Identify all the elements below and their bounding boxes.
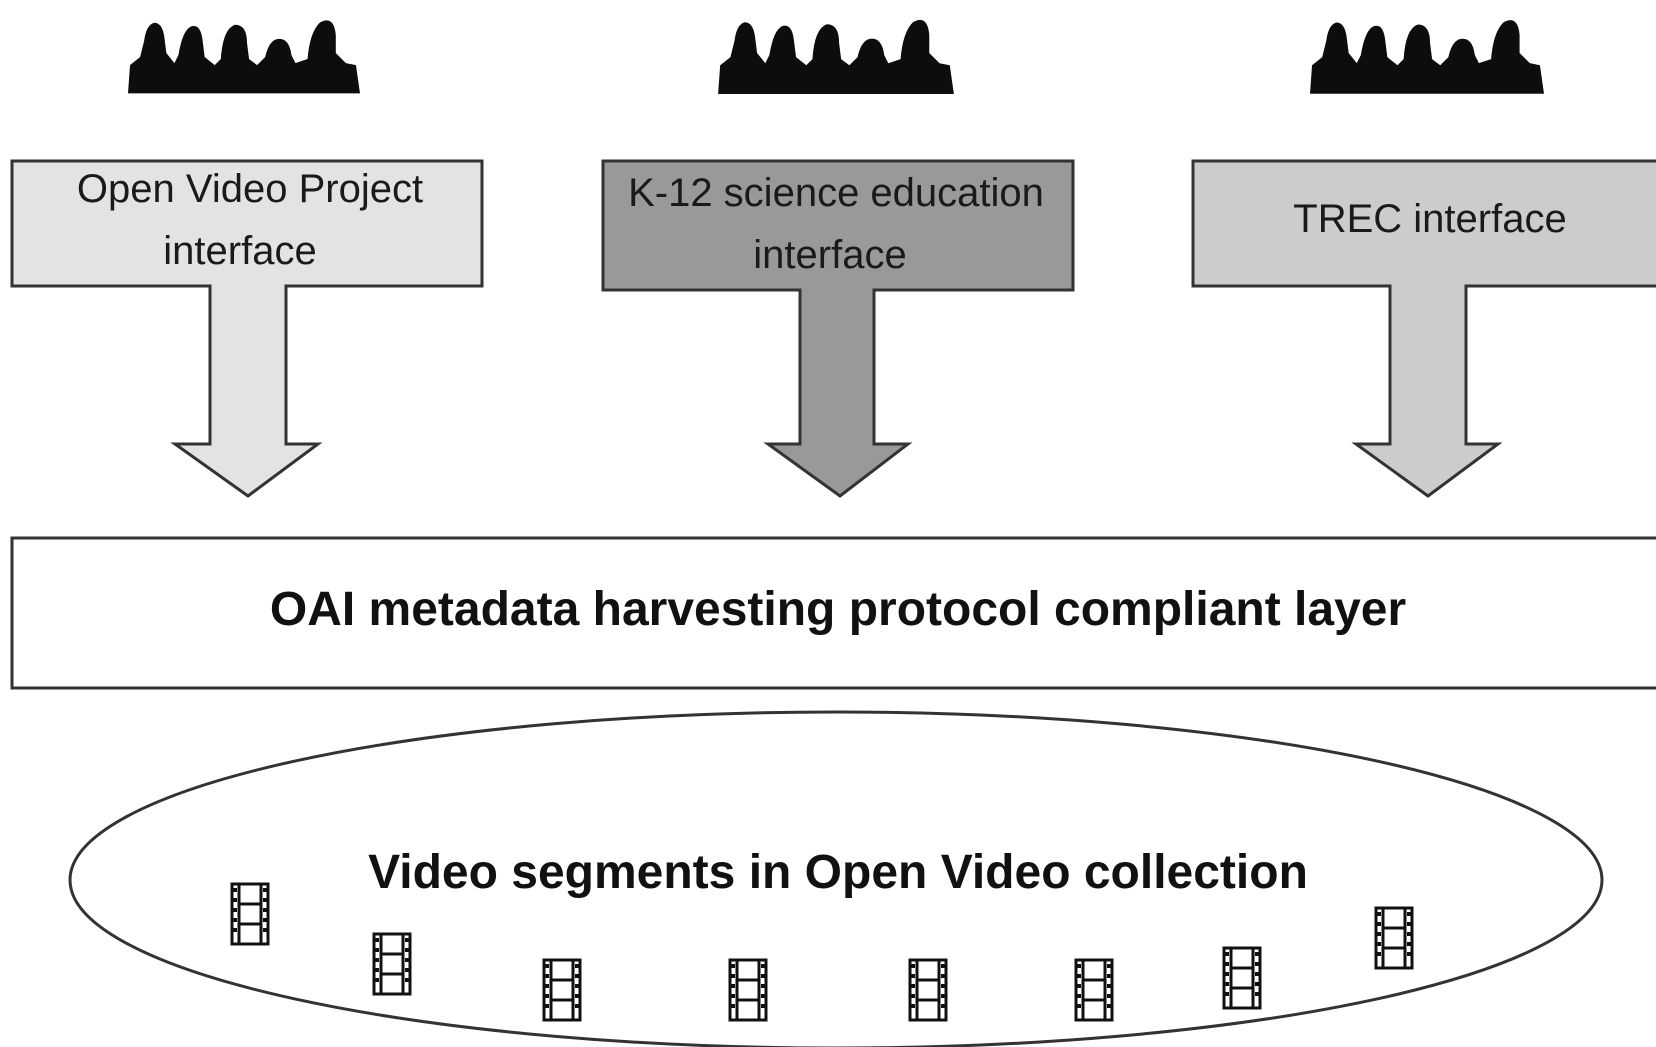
interface-label-line2: interface: [163, 229, 316, 273]
video-collection: Video segments in Open Video collection: [68, 710, 1604, 1047]
audience-silhouette-icon: [1310, 20, 1544, 94]
interface-arrow-shape: [1191, 159, 1656, 498]
audience-group-1: [128, 20, 360, 94]
audience-silhouette-icon: [128, 20, 360, 94]
film-strip-icon: [1074, 958, 1114, 1022]
interface-label-line1: TREC interface: [1293, 197, 1566, 241]
interface-arrow-shape: [601, 159, 1075, 498]
audience-silhouette-icon: [718, 19, 954, 94]
collection-ellipse: [68, 710, 1604, 1047]
oai-layer-label: OAI metadata harvesting protocol complia…: [270, 583, 1406, 636]
interface-label-line2: interface: [753, 233, 906, 277]
interface-label-line1: Open Video Project: [77, 167, 423, 211]
collection-label: Video segments in Open Video collection: [368, 846, 1308, 899]
audience-group-2: [718, 19, 954, 94]
film-strip-icon: [1374, 906, 1414, 970]
interface-trec: TREC interface: [1191, 159, 1656, 498]
film-strip-icon: [542, 958, 582, 1022]
film-strip-icon: [230, 882, 270, 946]
film-strip-icon: [1222, 946, 1262, 1010]
interface-open-video-project: Open Video Project interface: [10, 159, 484, 498]
oai-layer: OAI metadata harvesting protocol complia…: [10, 536, 1656, 690]
oai-layer-box: [10, 536, 1656, 690]
interface-k12-science-education: K-12 science education interface: [601, 159, 1075, 498]
film-strip-icon: [908, 958, 948, 1022]
audience-group-3: [1310, 20, 1544, 94]
film-strip-icon: [372, 932, 412, 996]
interface-label-line1: K-12 science education: [628, 171, 1044, 215]
film-strip-icon: [728, 958, 768, 1022]
interface-arrow-shape: [10, 159, 484, 498]
